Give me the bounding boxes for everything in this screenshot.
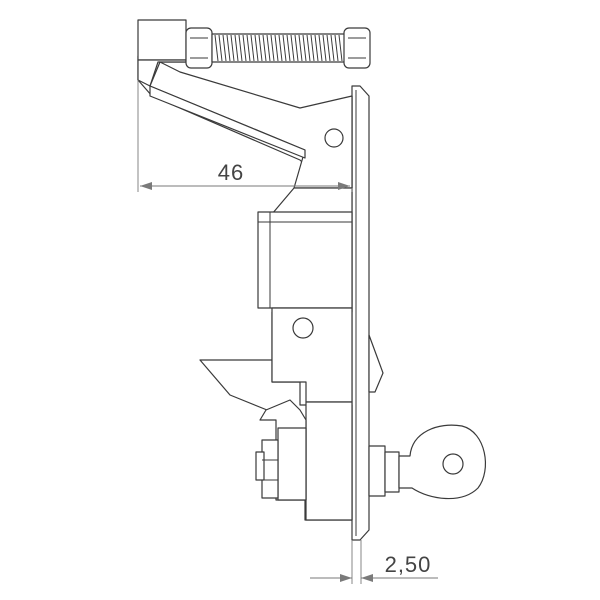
thread-line [230, 34, 235, 62]
lower-body [255, 399, 353, 521]
thread-line [318, 34, 323, 62]
thread-line [278, 34, 283, 62]
thread-line [314, 34, 319, 62]
thread-line [302, 34, 307, 62]
thread-line [334, 34, 339, 62]
thread-line [246, 34, 251, 62]
thread-line [306, 34, 311, 62]
dimension-width-label: 46 [218, 160, 244, 185]
spring-tab [368, 334, 384, 393]
mid-body [271, 307, 353, 403]
thread-line [326, 34, 331, 62]
thread-line [290, 34, 295, 62]
thread-line [250, 34, 255, 62]
thread-line [310, 34, 315, 62]
thread-line [270, 34, 275, 62]
thread-line [238, 34, 243, 62]
thread-line [222, 34, 227, 62]
thread-line [294, 34, 299, 62]
thread-line [282, 34, 287, 62]
mounting-plate [351, 85, 370, 541]
mid-hole [292, 317, 314, 339]
dimension-width: 46 [137, 80, 353, 192]
thread-line [298, 34, 303, 62]
thread-line [274, 34, 279, 62]
thread-line [330, 34, 335, 62]
arm-head [137, 19, 187, 87]
dimension-thickness-label: 2,50 [385, 552, 432, 577]
pivot-hole [324, 128, 344, 148]
screw-thread [214, 34, 343, 62]
thread-line [218, 34, 223, 62]
thread-line [258, 34, 263, 62]
thread-line [234, 34, 239, 62]
thread-line [338, 34, 343, 62]
thread-line [254, 34, 259, 62]
thread-line [242, 34, 247, 62]
arm-body [149, 61, 353, 215]
lock-cylinder [368, 445, 400, 497]
thread-line [262, 34, 267, 62]
screw-bolt [185, 27, 371, 69]
thread-line [286, 34, 291, 62]
thread-line [322, 34, 327, 62]
thread-line [226, 34, 231, 62]
key-hole [442, 453, 464, 475]
latch-block [257, 211, 353, 309]
dimension-thickness: 2,50 [310, 540, 438, 584]
thread-line [214, 34, 219, 62]
key [398, 424, 486, 500]
thread-line [266, 34, 271, 62]
